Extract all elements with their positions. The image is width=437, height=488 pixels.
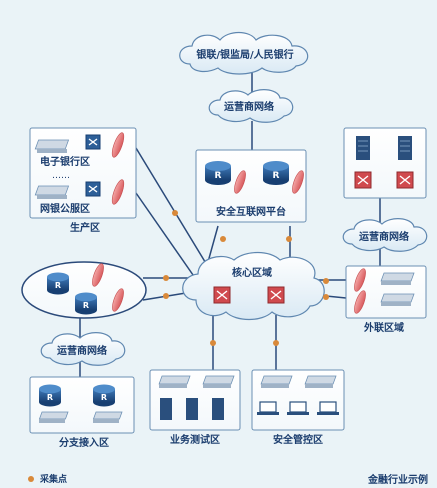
server-icon xyxy=(186,398,198,420)
core-switch-icon xyxy=(396,171,414,189)
zone-dots: …… xyxy=(52,171,70,181)
collect-point-legend-icon xyxy=(28,476,34,482)
router-icon: R xyxy=(47,272,69,295)
secure-platform-label: 安全互联网平台 xyxy=(216,205,286,218)
test-label: 业务测试区 xyxy=(170,433,220,446)
server-icon xyxy=(160,398,172,420)
branch-label: 分支接入区 xyxy=(59,436,109,449)
firewall-icon xyxy=(92,263,104,287)
security-zone: 安全管控区 xyxy=(251,369,345,446)
legend: 采集点 xyxy=(28,473,67,485)
test-zone: 业务测试区 xyxy=(149,369,241,446)
external-zone: 外联区域 xyxy=(345,265,427,334)
production-label: 生产区 xyxy=(70,221,100,234)
production-zone: 电子银行区 …… 网银公服区 生产区 xyxy=(29,127,137,234)
legend-label: 采集点 xyxy=(39,473,67,485)
server-icon xyxy=(212,398,224,420)
router-icon: R xyxy=(39,384,61,407)
server-icon xyxy=(398,136,412,160)
core-switch-icon xyxy=(213,286,231,304)
svg-text:R: R xyxy=(101,393,107,402)
svg-text:R: R xyxy=(83,301,89,310)
carrier-cloud-left: 运营商网络 xyxy=(40,332,126,366)
secure-platform-zone: R R 安全互联网平台 xyxy=(195,149,307,223)
svg-text:R: R xyxy=(47,393,53,402)
svg-text:R: R xyxy=(55,281,61,290)
branch-zone: R R 分支接入区 xyxy=(29,376,135,449)
carrier-cloud-top: 运营商网络 xyxy=(208,89,294,123)
laptop-icon xyxy=(257,401,279,415)
footer-caption: 金融行业示例 xyxy=(367,473,428,486)
laptop-icon xyxy=(287,401,309,415)
external-label: 外联区域 xyxy=(363,321,404,334)
carrier-cloud-right: 运营商网络 xyxy=(342,218,428,252)
netbank-firewall-icon xyxy=(111,179,125,205)
left-router-group: R R xyxy=(21,261,147,319)
carrier-left-label: 运营商网络 xyxy=(57,344,107,357)
firewall-icon xyxy=(292,170,304,194)
core-switch-icon xyxy=(354,171,372,189)
ebank-row xyxy=(34,132,125,158)
netbank-row xyxy=(34,179,125,205)
netbank-label: 网银公服区 xyxy=(40,202,90,215)
firewall-icon xyxy=(354,290,366,314)
firewall-icon xyxy=(112,288,124,312)
router-icon: R xyxy=(93,384,115,407)
core-label: 核心区域 xyxy=(232,266,272,279)
core-switch-icon xyxy=(267,286,285,304)
netbank-switch-icon xyxy=(85,181,101,197)
external-servers-box xyxy=(343,127,427,199)
server-icon xyxy=(356,136,370,160)
laptop-icon xyxy=(317,401,339,415)
cloud-top: 银联/银监局/人民银行 xyxy=(179,31,309,75)
svg-text:R: R xyxy=(273,171,280,181)
firewall-icon xyxy=(234,170,246,194)
router-icon: R xyxy=(263,161,289,185)
router-icon: R xyxy=(205,161,231,185)
ebank-label: 电子银行区 xyxy=(40,155,90,168)
firewall-icon xyxy=(354,268,366,292)
carrier-top-label: 运营商网络 xyxy=(224,100,274,113)
router-icon: R xyxy=(75,292,97,315)
core-cloud: 核心区域 xyxy=(182,251,325,321)
collect-points xyxy=(163,210,329,346)
carrier-right-label: 运营商网络 xyxy=(359,230,409,243)
cloud-top-label: 银联/银监局/人民银行 xyxy=(196,48,293,61)
ebank-switch-icon xyxy=(85,134,101,150)
ebank-firewall-icon xyxy=(111,132,125,158)
svg-text:R: R xyxy=(215,171,222,181)
security-label: 安全管控区 xyxy=(273,433,323,446)
